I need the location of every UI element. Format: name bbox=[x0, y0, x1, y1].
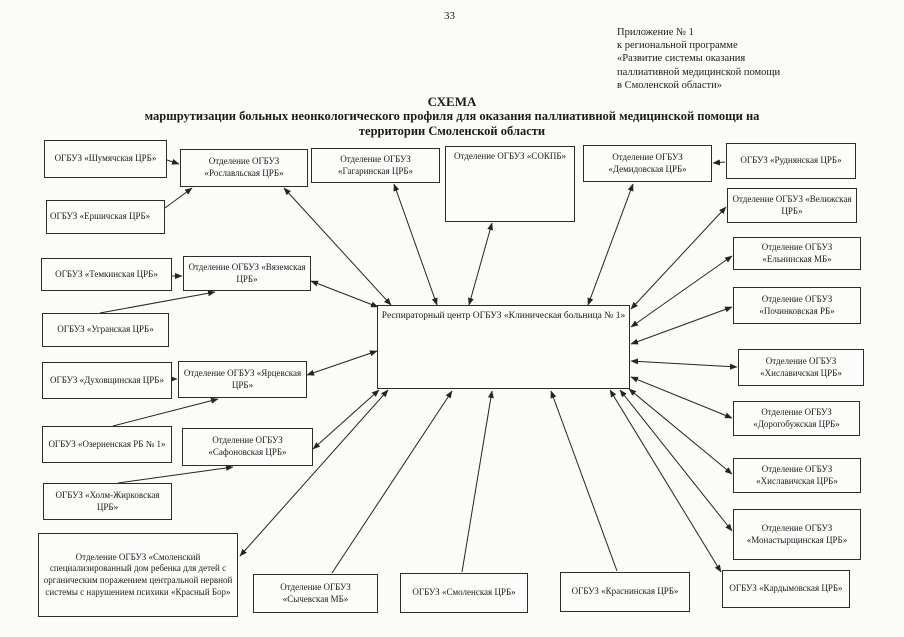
node-label: ОГБУЗ «Смоленская ЦРБ» bbox=[412, 587, 516, 598]
node-label: Отделение ОГБУЗ «СОКПБ» bbox=[454, 151, 566, 161]
edge-gagarinskaya-to-center bbox=[393, 183, 438, 306]
node-label: Отделение ОГБУЗ «Монастырщинская ЦРБ» bbox=[746, 522, 848, 545]
appendix-line: Приложение № 1 bbox=[617, 27, 694, 38]
node-label: Отделение ОГБУЗ «Демидовская ЦРБ» bbox=[608, 151, 687, 174]
node-label: Отделение ОГБУЗ «Смоленский специализиро… bbox=[43, 551, 233, 597]
node-vyazemskaya: Отделение ОГБУЗ «Вяземская ЦРБ» bbox=[183, 256, 311, 291]
node-label: Отделение ОГБУЗ «Ельнинская МБ» bbox=[761, 241, 833, 264]
edge-kardymovskaya-to-center bbox=[609, 389, 722, 573]
node-ugranskaya: ОГБУЗ «Угранская ЦРБ» bbox=[42, 313, 169, 347]
edge-sokpb-to-center bbox=[468, 222, 493, 306]
edge-dorogobuzhskaya-to-center bbox=[630, 376, 733, 419]
node-label: ОГБУЗ «Холм-Жирковская ЦРБ» bbox=[55, 489, 160, 512]
schema-title-heading: СХЕМА bbox=[427, 94, 477, 109]
node-label: ОГБУЗ «Краснинская ЦРБ» bbox=[571, 586, 679, 597]
node-ozernenskaya: ОГБУЗ «Озерненская РБ № 1» bbox=[42, 426, 172, 463]
node-dukhovshchinskaya: ОГБУЗ «Духовщинская ЦРБ» bbox=[42, 362, 172, 399]
edge-khislavichskaya-1-to-center bbox=[630, 358, 738, 370]
node-label: ОГБУЗ «Темкинская ЦРБ» bbox=[55, 268, 158, 279]
page-number: 33 bbox=[444, 10, 455, 22]
node-label: Отделение ОГБУЗ «Сафоновская ЦРБ» bbox=[208, 435, 287, 457]
edge-kholm-zhirkovskaya-to-safonovskaya bbox=[117, 464, 234, 484]
node-label: Отделение ОГБУЗ «Починковская РБ» bbox=[759, 293, 835, 316]
appendix-line: к региональной программе bbox=[617, 40, 738, 52]
edge-yartsevskaya-to-center bbox=[306, 350, 378, 376]
appendix-line: «Развитие системы оказания bbox=[617, 53, 746, 65]
edge-krasninskaya-to-center bbox=[550, 390, 618, 572]
node-safonovskaya: Отделение ОГБУЗ «Сафоновская ЦРБ» bbox=[182, 428, 313, 466]
node-gagarinskaya: Отделение ОГБУЗ «Гагаринская ЦРБ» bbox=[311, 148, 440, 183]
node-khislavichskaya-2: Отделение ОГБУЗ «Хиславичская ЦРБ» bbox=[733, 458, 861, 493]
edge-shumyachskaya-to-roslavlskaya bbox=[166, 158, 180, 165]
edge-demidovskaya-to-center bbox=[587, 183, 634, 306]
edge-safonovskaya-to-center bbox=[312, 389, 380, 450]
edge-ershichskaya-to-roslavlskaya bbox=[164, 187, 193, 209]
appendix-line: в Смоленской области» bbox=[617, 79, 722, 91]
schema-title-line1: маршрутизации больных неонкологического … bbox=[144, 109, 760, 123]
edge-krasny-bor-to-center bbox=[239, 389, 389, 557]
node-center: Респираторный центр ОГБУЗ «Клиническая б… bbox=[377, 305, 630, 389]
node-krasninskaya: ОГБУЗ «Краснинская ЦРБ» bbox=[560, 572, 690, 612]
node-ershichskaya: ОГБУЗ «Ершичская ЦРБ» bbox=[46, 200, 165, 234]
node-label: Отделение ОГБУЗ «Ярцевская ЦРБ» bbox=[183, 367, 302, 390]
node-label: ОГБУЗ «Угранская ЦРБ» bbox=[57, 324, 154, 335]
node-label: Отделение ОГБУЗ «Хиславичская ЦРБ» bbox=[760, 355, 842, 378]
appendix-line: паллиативной медицинской помощи bbox=[617, 66, 781, 78]
node-kholm-zhirkovskaya: ОГБУЗ «Холм-Жирковская ЦРБ» bbox=[43, 483, 172, 520]
node-monastyrshchinskaya: Отделение ОГБУЗ «Монастырщинская ЦРБ» bbox=[733, 509, 861, 560]
edge-elninskaya-to-center bbox=[630, 255, 733, 328]
node-rudnyanskaya: ОГБУЗ «Руднянская ЦРБ» bbox=[726, 143, 856, 179]
node-pochinkovskaya: Отделение ОГБУЗ «Починковская РБ» bbox=[733, 287, 861, 324]
node-label: ОГБУЗ «Ершичская ЦРБ» bbox=[50, 211, 151, 222]
node-roslavlskaya: Отделение ОГБУЗ «Рославльская ЦРБ» bbox=[180, 149, 308, 187]
schema-title-line2: территории Смоленской области bbox=[358, 123, 546, 138]
edge-sychevskaya-to-center bbox=[331, 390, 453, 574]
node-label: Отделение ОГБУЗ «Гагаринская ЦРБ» bbox=[337, 153, 414, 176]
node-demidovskaya: Отделение ОГБУЗ «Демидовская ЦРБ» bbox=[583, 145, 712, 182]
appendix-block: Приложение № 1 к региональной программе … bbox=[617, 26, 780, 92]
node-krasny-bor: Отделение ОГБУЗ «Смоленский специализиро… bbox=[38, 533, 238, 617]
node-smolenskaya: ОГБУЗ «Смоленская ЦРБ» bbox=[400, 573, 528, 613]
node-label: Отделение ОГБУЗ «Хиславичская ЦРБ» bbox=[756, 463, 838, 486]
node-kardymovskaya: ОГБУЗ «Кардымовская ЦРБ» bbox=[722, 570, 850, 608]
edge-khislavichskaya-2-to-center bbox=[628, 388, 733, 475]
node-label: ОГБУЗ «Кардымовская ЦРБ» bbox=[729, 583, 843, 594]
node-shumyachskaya: ОГБУЗ «Шумячская ЦРБ» bbox=[44, 140, 167, 178]
node-label: Отделение ОГБУЗ «Вяземская ЦРБ» bbox=[188, 261, 306, 284]
edge-rudnyanskaya-to-demidovskaya bbox=[712, 159, 726, 166]
node-sychevskaya: Отделение ОГБУЗ «Сычевская МБ» bbox=[253, 574, 378, 613]
edge-pochinkovskaya-to-center bbox=[630, 306, 733, 345]
node-label: ОГБУЗ «Духовщинская ЦРБ» bbox=[50, 374, 164, 385]
node-elninskaya: Отделение ОГБУЗ «Ельнинская МБ» bbox=[733, 237, 861, 270]
schema-title: СХЕМА маршрутизации больных неонкологиче… bbox=[0, 94, 904, 138]
node-dorogobuzhskaya: Отделение ОГБУЗ «Дорогобужская ЦРБ» bbox=[733, 401, 860, 436]
edge-ugranskaya-to-vyazemskaya bbox=[99, 290, 216, 314]
edge-smolenskaya-to-center bbox=[461, 390, 494, 573]
node-label: Респираторный центр ОГБУЗ «Клиническая б… bbox=[381, 311, 626, 321]
edge-ozernenskaya-to-yartsevskaya bbox=[112, 397, 219, 427]
node-label: ОГБУЗ «Руднянская ЦРБ» bbox=[740, 155, 842, 166]
edge-vyazemskaya-to-center bbox=[310, 280, 379, 308]
node-label: Отделение ОГБУЗ «Сычевская МБ» bbox=[280, 581, 351, 604]
node-velizhskaya: Отделение ОГБУЗ «Велижская ЦРБ» bbox=[727, 188, 857, 223]
node-sokpb: Отделение ОГБУЗ «СОКПБ» bbox=[445, 146, 575, 222]
node-label: ОГБУЗ «Шумячская ЦРБ» bbox=[54, 153, 157, 164]
node-khislavichskaya-1: Отделение ОГБУЗ «Хиславичская ЦРБ» bbox=[738, 349, 864, 386]
node-label: Отделение ОГБУЗ «Дорогобужская ЦРБ» bbox=[753, 406, 840, 429]
node-label: Отделение ОГБУЗ «Велижская ЦРБ» bbox=[732, 193, 852, 216]
node-yartsevskaya: Отделение ОГБУЗ «Ярцевская ЦРБ» bbox=[178, 361, 307, 398]
node-temkinskaya: ОГБУЗ «Темкинская ЦРБ» bbox=[41, 258, 172, 291]
node-label: ОГБУЗ «Озерненская РБ № 1» bbox=[48, 438, 166, 449]
node-label: Отделение ОГБУЗ «Рославльская ЦРБ» bbox=[204, 156, 284, 178]
